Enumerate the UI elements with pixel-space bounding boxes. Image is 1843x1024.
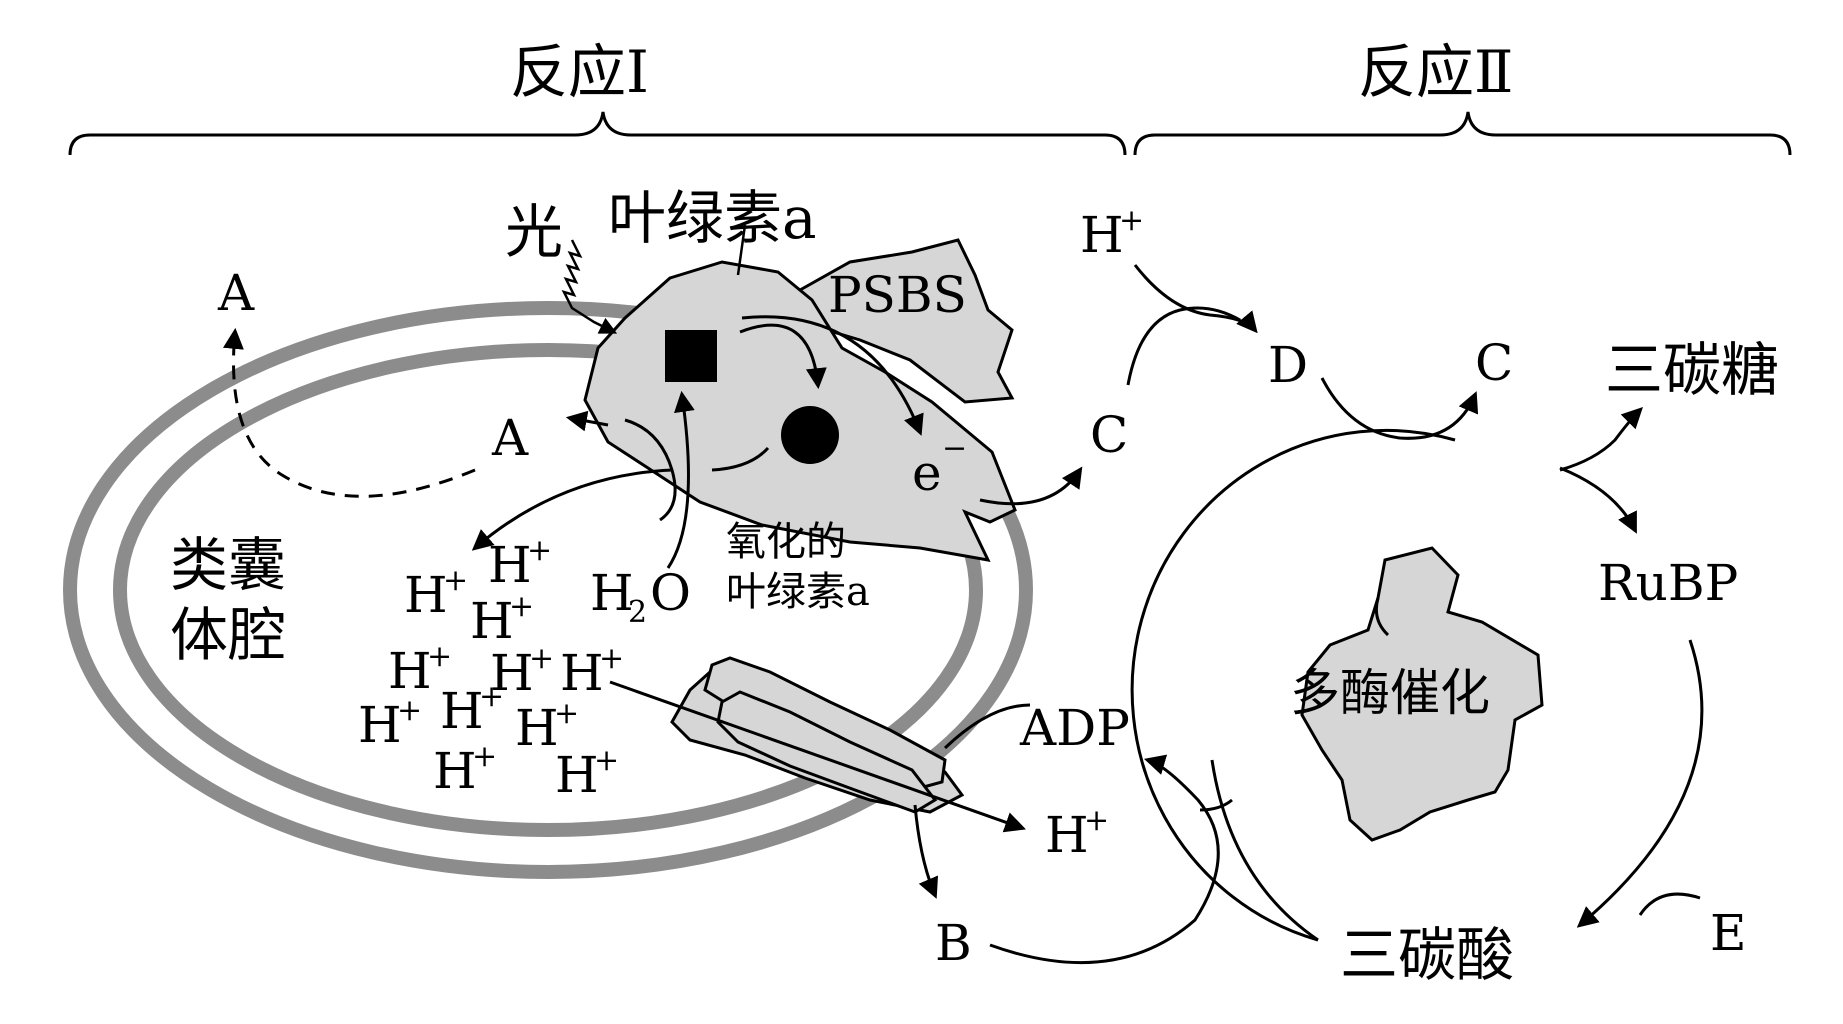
svg-text:+: + — [527, 533, 552, 568]
svg-text:+: + — [509, 589, 534, 624]
svg-text:−: − — [942, 431, 967, 466]
svg-text:+: + — [472, 739, 497, 774]
svg-text:e: e — [912, 444, 942, 502]
svg-text:O: O — [650, 564, 691, 622]
proton-out-bottom: H + — [1045, 803, 1109, 864]
proton: H+ — [470, 589, 534, 650]
svg-text:H: H — [490, 644, 534, 702]
svg-text:2: 2 — [628, 595, 647, 630]
svg-text:H: H — [440, 682, 484, 740]
c-left-label: C — [1090, 406, 1128, 464]
svg-text:H: H — [560, 644, 604, 702]
svg-text:+: + — [427, 639, 452, 674]
calvin-left-arc — [1210, 759, 1319, 942]
dashed-arrow-a-out — [223, 327, 476, 498]
svg-text:H: H — [1080, 206, 1124, 264]
proton-out-top: H + — [1080, 203, 1144, 264]
psbs-label: PSBS — [828, 266, 967, 324]
thylakoid-lumen-label-1: 类囊 — [170, 531, 286, 599]
proton: H+ — [560, 641, 624, 702]
proton: H+ — [388, 639, 452, 700]
e-label: E — [1710, 904, 1747, 962]
proton: H+ — [490, 641, 554, 702]
oxidized-chlorophyll-label-1: 氧化的 — [726, 519, 846, 565]
svg-text:H: H — [404, 566, 448, 624]
water-label: H 2 O — [590, 564, 691, 630]
reaction-center-square — [665, 330, 717, 382]
brace-reaction-1 — [68, 111, 1127, 156]
svg-text:+: + — [443, 563, 468, 598]
reaction-2-title: 反应Ⅱ — [1358, 38, 1513, 106]
svg-text:H: H — [433, 742, 477, 800]
b-label: B — [935, 914, 972, 972]
a-inner-label: A — [491, 409, 529, 467]
a-top-label: A — [217, 264, 255, 322]
svg-text:H: H — [470, 592, 514, 650]
psbs-protein — [798, 238, 1015, 404]
reaction-1-title: 反应Ⅰ — [510, 38, 649, 106]
svg-text:+: + — [397, 693, 422, 728]
svg-text:H: H — [515, 699, 559, 757]
calvin-arrow-rubp-to-acid — [1576, 639, 1704, 928]
adp-label: ADP — [1019, 699, 1130, 757]
svg-text:H: H — [358, 696, 402, 754]
svg-text:H: H — [590, 564, 634, 622]
svg-text:+: + — [599, 641, 624, 676]
oxidized-chlorophyll-label-2: 叶绿素a — [726, 569, 870, 615]
proton: H+ — [358, 693, 422, 754]
chlorophyll-a-label: 叶绿素a — [608, 184, 817, 252]
svg-text:+: + — [554, 696, 579, 731]
proton: H+ — [433, 739, 497, 800]
proton: H+ — [440, 679, 504, 740]
three-carbon-sugar-label: 三碳糖 — [1605, 336, 1779, 404]
electron-acceptor-circle — [781, 406, 839, 464]
proton: H+ — [555, 743, 619, 804]
thylakoid-membrane — [63, 301, 1033, 879]
multi-enzyme-label: 多酶催化 — [1290, 664, 1490, 722]
svg-text:+: + — [479, 679, 504, 714]
rubp-label: RuBP — [1598, 554, 1738, 612]
brace-reaction-2 — [1133, 111, 1792, 156]
proton-cluster: H+ H+ H+ H+ H+ H+ H+ H+ H+ H+ H+ — [358, 533, 624, 804]
thylakoid-lumen-label-2: 体腔 — [170, 601, 286, 669]
svg-text:+: + — [1119, 203, 1144, 238]
proton: H+ — [404, 563, 468, 624]
svg-text:H: H — [488, 536, 532, 594]
svg-text:H: H — [1045, 806, 1089, 864]
light-wavy-arrow — [561, 239, 618, 334]
calvin-cycle-circle — [1130, 428, 1456, 942]
c-right-label: C — [1475, 334, 1513, 392]
proton: H+ — [488, 533, 552, 594]
e-minus-label: e − — [912, 431, 967, 502]
proton: H+ — [515, 696, 579, 757]
svg-text:+: + — [594, 743, 619, 778]
svg-text:+: + — [529, 641, 554, 676]
multi-enzyme-complex — [1300, 546, 1544, 842]
svg-text:H: H — [555, 746, 599, 804]
atp-synthase — [670, 656, 965, 814]
svg-text:+: + — [1084, 803, 1109, 838]
svg-text:H: H — [388, 642, 432, 700]
light-label: 光 — [505, 198, 563, 266]
three-carbon-acid-label: 三碳酸 — [1340, 921, 1514, 989]
calvin-arrow-to-rubp — [1559, 466, 1637, 534]
d-label: D — [1268, 336, 1308, 394]
